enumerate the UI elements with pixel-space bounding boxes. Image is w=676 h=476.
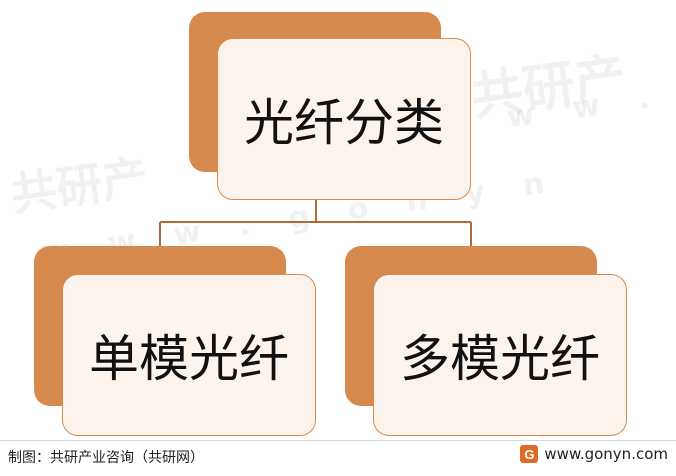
node-single-mode: 单模光纤 (34, 246, 316, 436)
node-multi-mode-label: 多模光纤 (400, 330, 600, 388)
node-multi-mode: 多模光纤 (345, 246, 627, 436)
node-root-card: 光纤分类 (217, 38, 471, 200)
footer-source: 制图：共研产业咨询（共研网） (8, 450, 204, 466)
node-multi-mode-card: 多模光纤 (373, 274, 627, 436)
footer-brand: G www.gonyn.com (520, 445, 668, 463)
gonyn-logo-icon: G (520, 445, 539, 463)
node-root-label: 光纤分类 (244, 94, 444, 152)
node-root: 光纤分类 (189, 12, 471, 200)
node-single-mode-label: 单模光纤 (89, 330, 289, 388)
footer-divider (0, 440, 676, 441)
footer-website: www.gonyn.com (544, 445, 668, 463)
node-single-mode-card: 单模光纤 (62, 274, 316, 436)
